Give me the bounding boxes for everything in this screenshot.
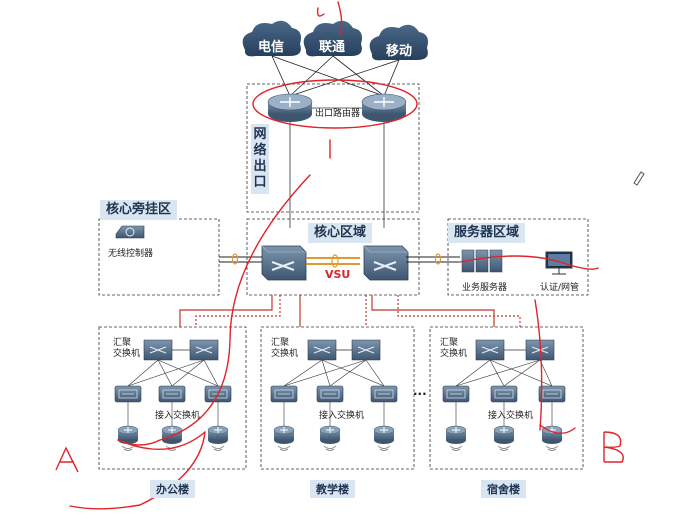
core-switch-1-icon: [261, 245, 307, 281]
cloud-unicom-label: 联通: [319, 40, 346, 55]
server-zone-label: 服务器区域: [448, 223, 526, 243]
egress-router-1-icon: [267, 93, 313, 123]
aggregation-switch-icon: [189, 339, 219, 361]
access-switch-label: 接入交换机: [155, 411, 201, 421]
aggregation-switch-icon: [143, 339, 173, 361]
wireless-ap-icon: [319, 425, 341, 451]
egress-router-label: 出口路由器: [315, 109, 361, 119]
access-switch-icon: [442, 385, 470, 403]
building-teaching-box: [260, 326, 415, 470]
wireless-ap-icon: [445, 425, 467, 451]
vsu-label: VSU: [325, 268, 351, 281]
building-name-label: 办公楼: [150, 480, 195, 498]
core-zone-label: 核心区域: [308, 223, 373, 243]
wireless-ap-icon: [273, 425, 295, 451]
egress-zone-box: [246, 83, 420, 213]
pen-cursor-icon: [633, 171, 645, 186]
building-office-box: [98, 326, 247, 470]
building-dorm-box: [429, 326, 584, 470]
access-switch-icon: [370, 385, 398, 403]
aggregation-switch-label: 汇聚 交换机: [440, 338, 468, 359]
isp-links: [271, 55, 400, 97]
aggregation-switch-icon: [351, 339, 381, 361]
access-switch-icon: [538, 385, 566, 403]
wireless-controller-label: 无线控制器: [108, 249, 154, 259]
egress-router-2-icon: [361, 93, 407, 123]
business-server-label: 业务服务器: [462, 283, 508, 293]
handwritten-letter-b: [603, 431, 624, 463]
wireless-ap-icon: [493, 425, 515, 451]
auth-management-monitor-icon: [545, 251, 573, 275]
distribution-links: [179, 295, 521, 327]
auth-management-label: 认证/网管: [540, 283, 580, 293]
core-switch-2-icon: [363, 245, 409, 281]
cloud-telecom-icon: [242, 20, 301, 57]
aggregation-switch-label: 汇聚 交换机: [271, 338, 299, 359]
access-switch-icon: [490, 385, 518, 403]
ellipsis-label: ...: [413, 384, 427, 398]
aggregation-switch-label: 汇聚 交换机: [113, 338, 141, 359]
wireless-ap-icon: [373, 425, 395, 451]
cloud-unicom-icon: [303, 20, 362, 57]
access-switch-icon: [158, 385, 186, 403]
cloud-mobile-icon: [369, 24, 428, 61]
handwritten-letter-a: [55, 446, 79, 473]
egress-zone-label: 网络出口: [251, 124, 269, 194]
aggregation-switch-icon: [307, 339, 337, 361]
handwritten-annotations: [69, 1, 599, 510]
cloud-telecom-label: 电信: [258, 40, 285, 55]
cloud-mobile-label: 移动: [386, 44, 413, 59]
wireless-ap-icon: [541, 425, 563, 451]
wireless-ap-icon: [207, 425, 229, 451]
building-name-label: 教学楼: [310, 480, 355, 498]
access-switch-icon: [114, 385, 142, 403]
access-switch-icon: [270, 385, 298, 403]
bypass-zone-label: 核心旁挂区: [100, 200, 178, 220]
access-switch-label: 接入交换机: [488, 411, 534, 421]
building-name-label: 宿舍楼: [481, 480, 526, 498]
access-switch-label: 接入交换机: [319, 411, 365, 421]
business-server-icon: [461, 249, 503, 273]
wireless-controller-icon: [115, 225, 145, 239]
server-zone-box: [447, 218, 589, 296]
wireless-ap-icon: [117, 425, 139, 451]
access-switch-icon: [316, 385, 344, 403]
aggregation-switch-icon: [475, 339, 505, 361]
